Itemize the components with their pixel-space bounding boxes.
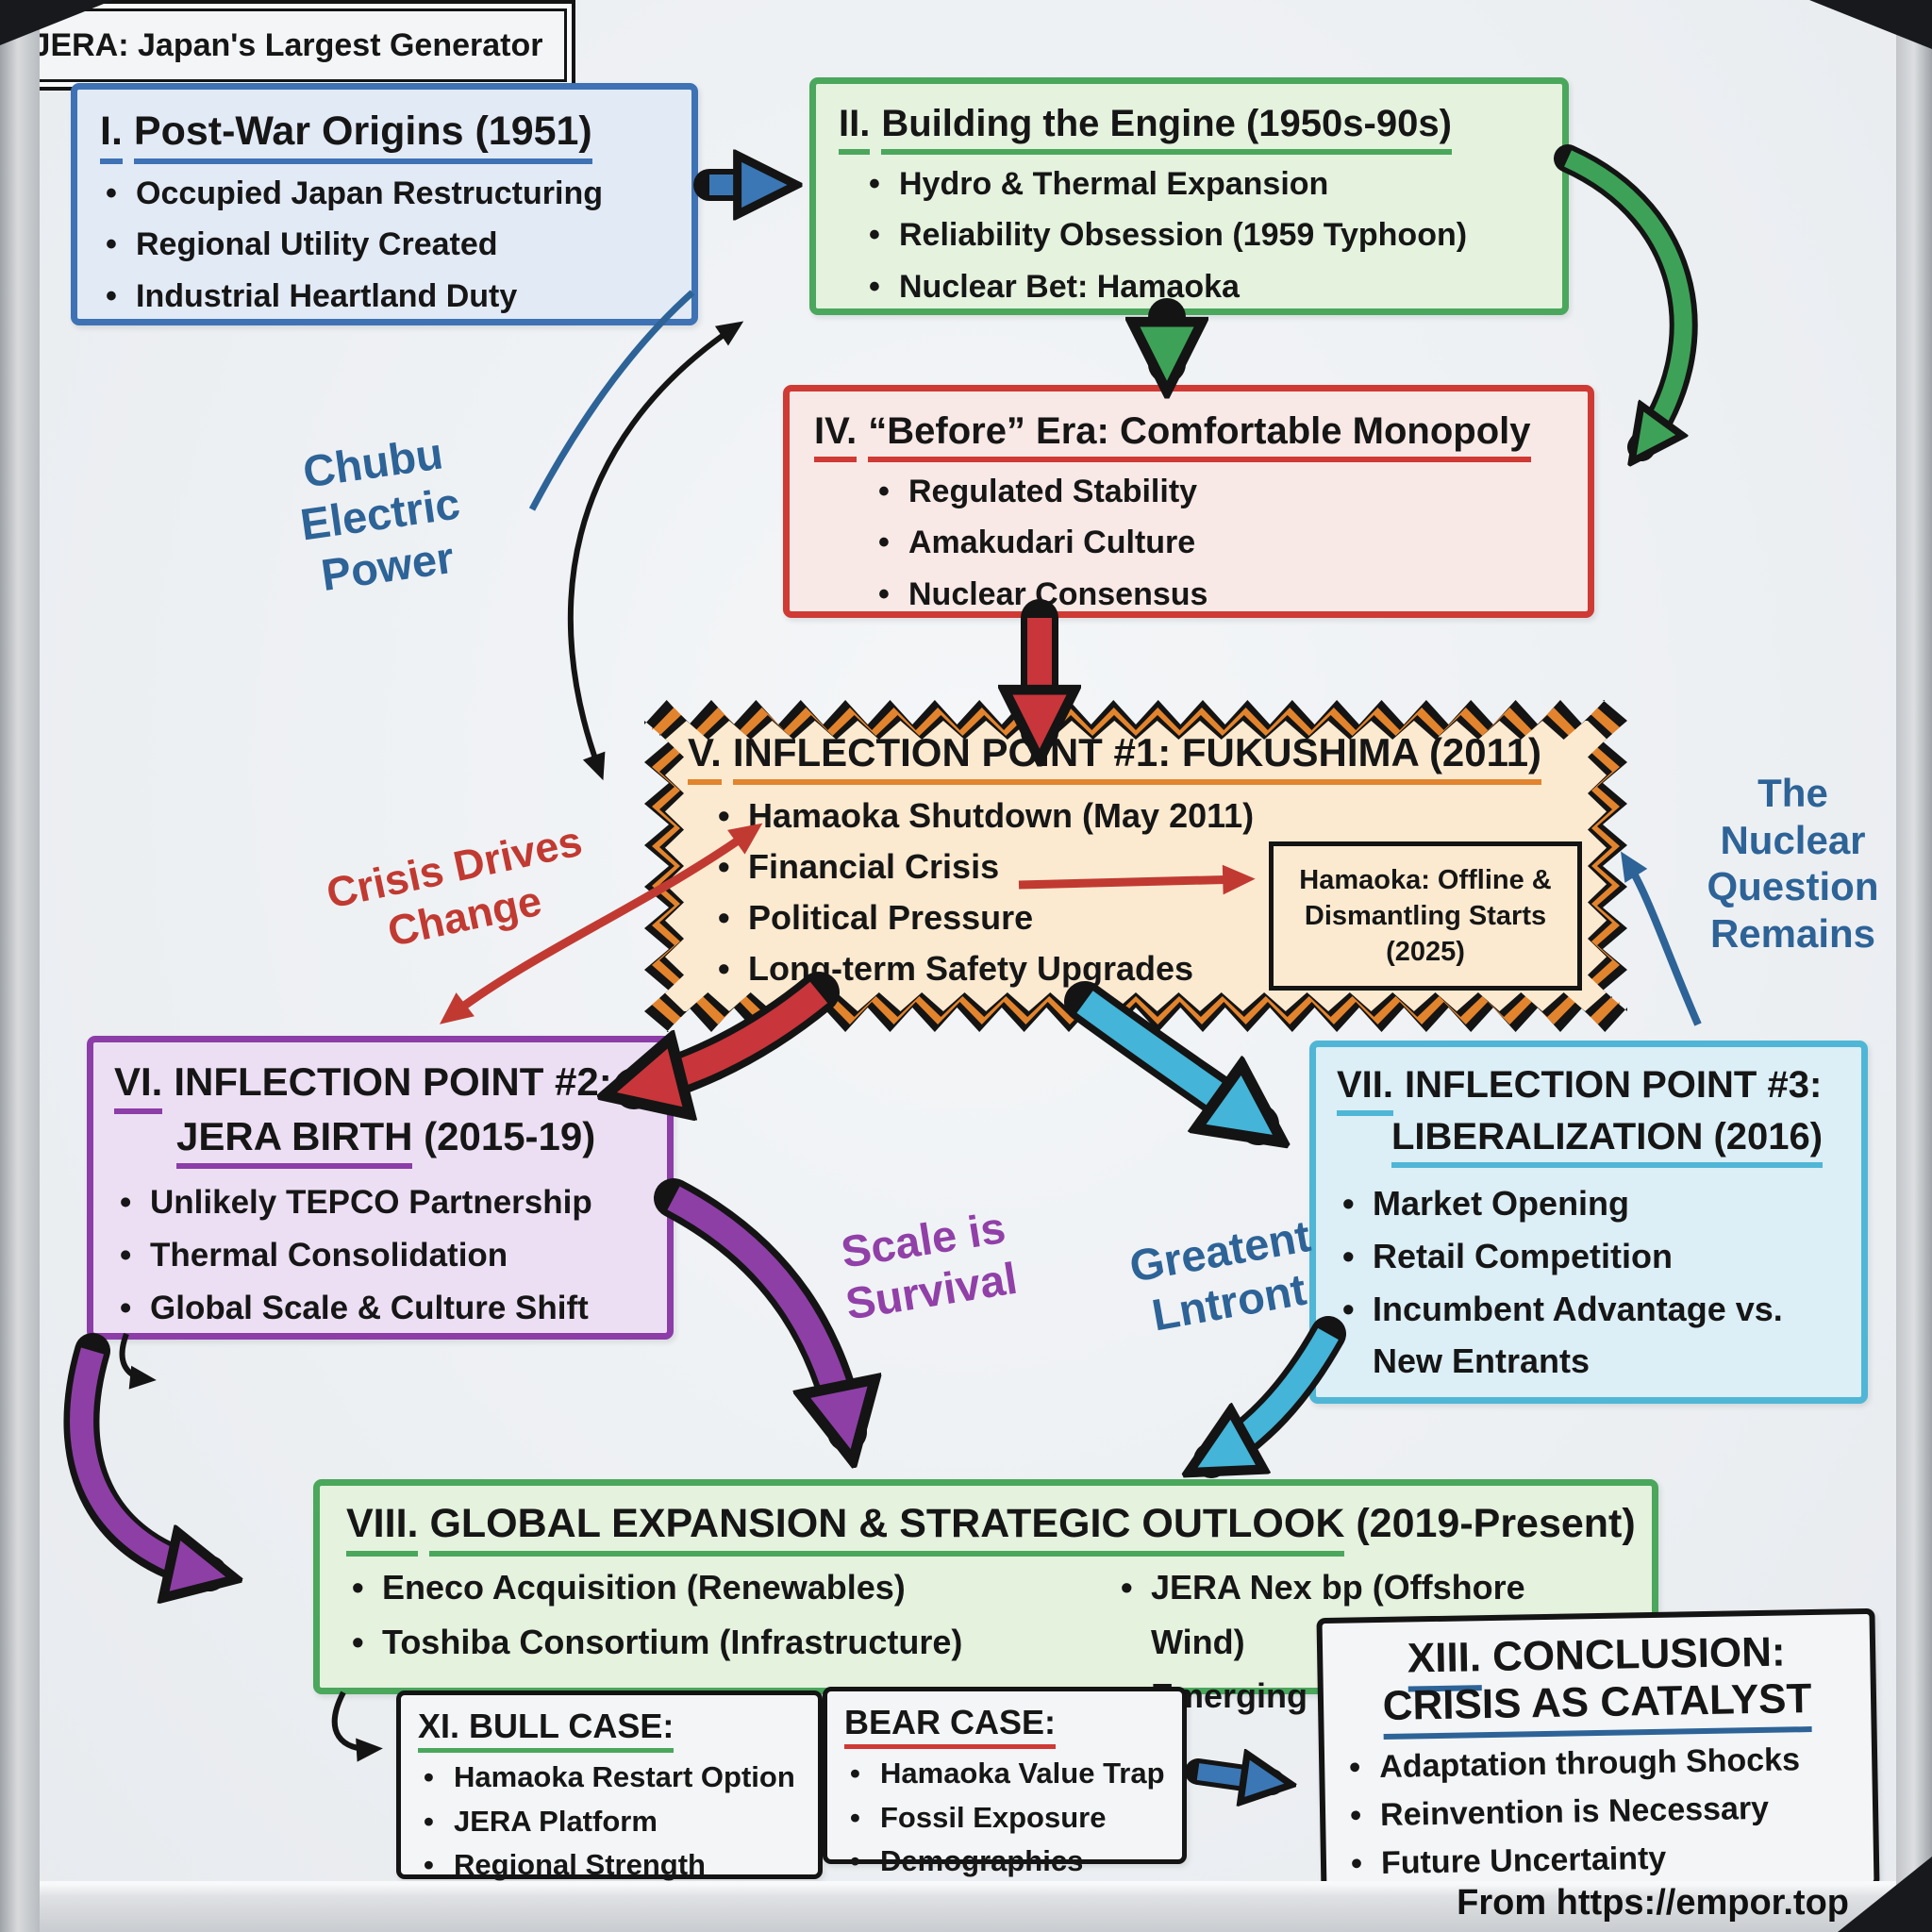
box-conclusion: XIII.CONCLUSION: CRISIS AS CATALYST Adap… [1316,1607,1880,1898]
label-line: Nuclear [1720,817,1866,862]
box-inflection-fukushima: V.INFLECTION POINT #1: FUKUSHIMA (2011) … [644,700,1627,1032]
list-item: Global Scale & Culture Shift [114,1282,646,1335]
bull-title: BULL CASE: [469,1707,675,1745]
box-post-war-origins: I.Post-War Origins (1951) Occupied Japan… [71,83,698,325]
box6-title-line1: INFLECTION POINT #2: [174,1059,612,1104]
box1-numeral: I. [100,108,123,164]
list-item: Eneco Acquisition (Renewables) [346,1560,1115,1615]
box2-bullets: Hydro & Thermal Expansion Reliability Ob… [863,158,1540,313]
hamaoka-offline-note: Hamaoka: Offline & Dismantling Starts (2… [1269,841,1582,991]
box6-title-line2-date: (2015-19) [412,1114,596,1158]
source-attribution: From https://empor.top [1457,1883,1849,1923]
box8-numeral: VIII. [346,1501,419,1557]
list-item: Hydro & Thermal Expansion [863,158,1540,210]
box7-title-line1: INFLECTION POINT #3: [1405,1064,1823,1106]
box5-numeral: V. [688,730,722,785]
box-bear-case: BEAR CASE: Hamaoka Value Trap Fossil Exp… [823,1687,1187,1883]
arrow-bear-to-box13 [1185,1772,1279,1783]
list-item: Fossil Exposure [844,1796,1165,1840]
list-item: Nuclear Consensus [873,569,1563,621]
note-line: Hamaoka: Offline & [1299,864,1552,895]
box-before-era-monopoly: IV.“Before” Era: Comfortable Monopoly Re… [783,385,1594,621]
list-item: Incumbent Advantage vs. New Entrants [1337,1283,1840,1389]
box4-bullets: Regulated Stability Amakudari Culture Nu… [873,466,1563,621]
label-line: Question [1707,864,1879,909]
list-item: Adaptation through Shocks [1343,1735,1854,1791]
box2-numeral: II. [839,103,871,155]
whiteboard-tray [0,1881,1932,1932]
box7-bullets: Market Opening Retail Competition Incumb… [1337,1177,1840,1388]
list-item: Hamaoka Shutdown (May 2011) [712,791,1593,841]
box1-title: Post-War Origins (1951) [133,108,592,164]
note-line: Dismantling Starts [1304,900,1547,931]
box-bull-case: XI. BULL CASE: Hamaoka Restart Option JE… [396,1690,823,1887]
box1-bullets: Occupied Japan Restructuring Regional Ut… [100,168,669,323]
box13-title-line1: CONCLUSION: [1491,1628,1786,1680]
box6-numeral: VI. [114,1059,163,1114]
box8-bullets-left: Eneco Acquisition (Renewables) Toshiba C… [346,1560,1115,1724]
box2-title: Building the Engine (1950s-90s) [881,103,1452,155]
frame-rail-left [0,0,40,1932]
list-item: Nuclear Bet: Hamaoka [863,261,1540,313]
list-item: Demographics [844,1840,1165,1884]
box7-numeral: VII. [1337,1064,1394,1116]
list-item: Reliability Obsession (1959 Typhoon) [863,209,1540,261]
bear-bullets: Hamaoka Value Trap Fossil Exposure Demog… [844,1752,1165,1884]
list-item: Hamaoka Value Trap [844,1752,1165,1796]
list-item: Regional Utility Created [100,219,669,271]
label-chubu-electric-power: Chubu Electric Power [234,418,526,611]
label-line: Remains [1709,910,1876,956]
list-item: Future Uncertainty [1345,1831,1856,1888]
list-item: Hamaoka Restart Option [418,1756,801,1800]
list-item: Thermal Consolidation [114,1229,646,1282]
jera-note-text: JERA: Japan's Largest Generator [32,26,543,63]
box6-bullets: Unlikely TEPCO Partnership Thermal Conso… [114,1176,646,1335]
list-item: Unlikely TEPCO Partnership [114,1176,646,1229]
list-item: Occupied Japan Restructuring [100,168,669,220]
box-building-the-engine: II. Building the Engine (1950s-90s) Hydro… [809,77,1569,315]
list-item: JERA Nex bp (Offshore Wind) [1115,1560,1625,1669]
list-item: Regulated Stability [873,466,1563,518]
box13-bullets: Adaptation through Shocks Reinvention is… [1343,1735,1856,1888]
arrow-box6-to-box8-left [63,1333,219,1575]
box6-title-line2: JERA BIRTH [176,1114,413,1169]
list-item: JERA Platform [418,1800,801,1844]
list-item: Toshiba Consortium (Infrastructure) [346,1615,1115,1670]
box5-title: INFLECTION POINT #1: FUKUSHIMA (2011) [732,730,1542,785]
bull-numeral: XI. [418,1707,460,1745]
box4-title: “Before” Era: Comfortable Monopoly [868,410,1531,462]
bull-bullets: Hamaoka Restart Option JERA Platform Reg… [418,1756,801,1888]
box-inflection-liberalization: VII. INFLECTION POINT #3: LIBERALIZATION … [1309,1041,1868,1404]
label-crisis-drives-change: Crisis Drives Change [269,805,650,979]
arrow-box6-to-jera [119,1332,157,1390]
jera-largest-generator-note: JERA: Japan's Largest Generator [0,0,575,91]
list-item: Market Opening [1337,1177,1840,1230]
list-item: Retail Competition [1337,1230,1840,1283]
list-item: Regional Strength [418,1843,801,1888]
box-inflection-jera-birth: VI.INFLECTION POINT #2: JERA BIRTH (2015… [87,1036,674,1340]
note-line: (2025) [1386,937,1465,968]
box7-title-line2: LIBERALIZATION (2016) [1391,1116,1824,1168]
list-item: Industrial Heartland Duty [100,271,669,323]
label-scale-is-survival: Scale is Survival [765,1190,1089,1341]
box13-title-line2: CRISIS AS CATALYST [1382,1675,1813,1740]
list-item: Reinvention is Necessary [1344,1783,1855,1840]
box8-title: GLOBAL EXPANSION & STRATEGIC OUTLOOK [429,1501,1345,1557]
label-nuclear-question-remains: The Nuclear Question Remains [1687,770,1899,957]
bear-title: BEAR CASE: [844,1703,1057,1749]
frame-rail-right [1896,0,1932,1932]
box8-title-date: (2019-Present) [1344,1501,1636,1546]
box4-numeral: IV. [814,410,858,462]
label-line: The [1757,771,1828,815]
list-item: Amakudari Culture [873,517,1563,569]
